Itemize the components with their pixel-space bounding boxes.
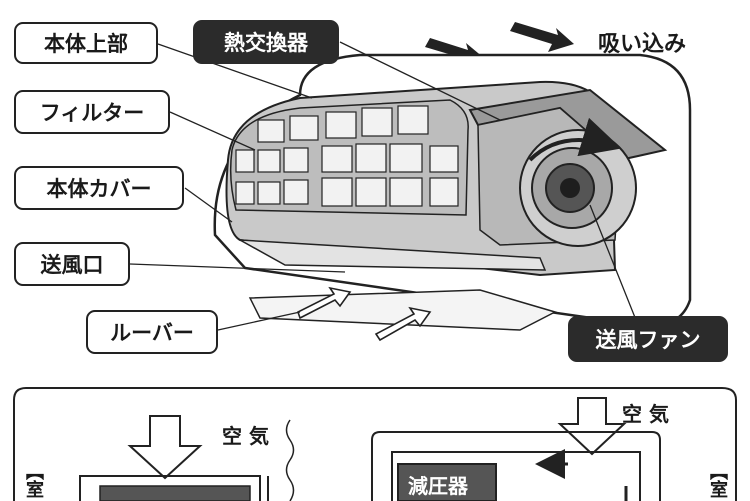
label-air-left: 空 気 xyxy=(222,424,269,448)
lower-frame xyxy=(13,387,737,501)
filter-grid xyxy=(229,99,469,216)
airflow-arrows xyxy=(297,286,432,342)
label-body-cover: 本体カバー xyxy=(14,166,184,210)
outlet-shape xyxy=(239,239,547,271)
label-room-right: 【室 xyxy=(707,462,728,498)
label-air-right: 空 気 xyxy=(622,402,669,426)
label-louver: ルーバー xyxy=(86,310,218,354)
label-room-left: 【室 xyxy=(23,462,44,498)
wavy-line xyxy=(285,419,295,501)
label-valve: 減圧器 xyxy=(408,474,468,498)
label-outlet: 送風口 xyxy=(14,242,130,286)
label-heat-exchanger: 熱交換器 xyxy=(193,20,339,64)
label-filter: フィルター xyxy=(14,90,170,134)
label-body-top: 本体上部 xyxy=(14,22,158,64)
air-arrow-left xyxy=(127,415,203,480)
air-arrow-right xyxy=(557,397,627,456)
label-fan: 送風ファン xyxy=(568,316,728,362)
leader-lines xyxy=(129,41,641,331)
left-unit xyxy=(99,485,251,501)
label-intake: 吸い込み xyxy=(598,32,687,57)
refrigerant-pipes xyxy=(79,431,661,501)
fan-assembly xyxy=(519,117,637,247)
valve-box xyxy=(397,463,497,501)
